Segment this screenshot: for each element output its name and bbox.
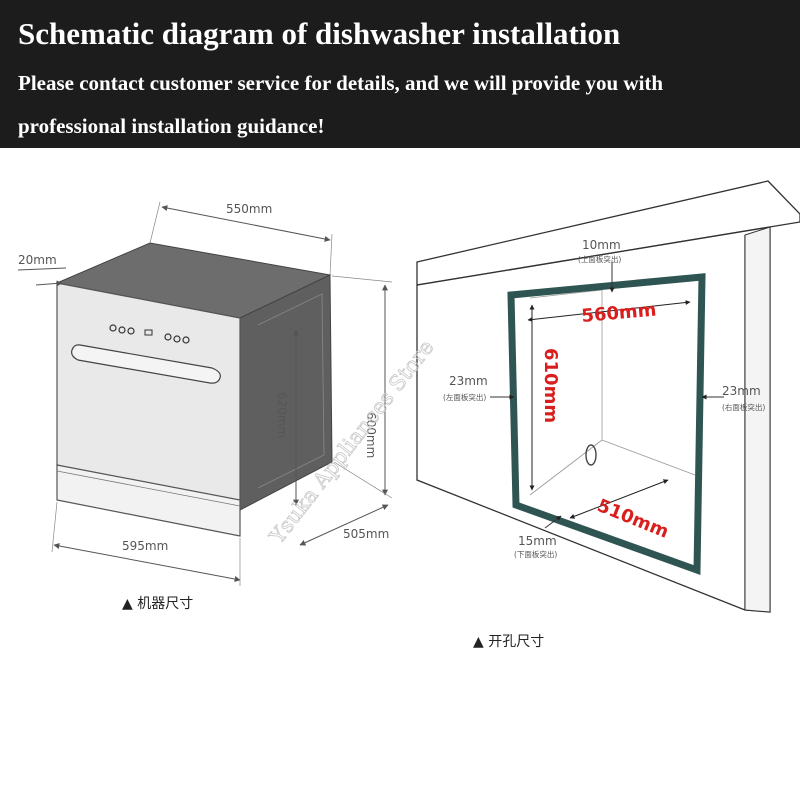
dimension-line-560 xyxy=(527,300,691,322)
left-gap-label: 23mm xyxy=(449,374,488,388)
opening-size-caption: ▲ 开孔尺寸 xyxy=(473,634,544,650)
banner-subtitle-line-2: professional installation guidance! xyxy=(18,114,325,138)
bottom-gap-label: 15mm xyxy=(518,534,557,548)
machine-height-label: 600mm xyxy=(364,412,378,458)
top-gap-note: (上面板突出) xyxy=(578,254,621,264)
front-width-label: 595mm xyxy=(122,539,168,553)
dimension-line-505 xyxy=(299,504,389,546)
opening-height-label: 610mm xyxy=(540,348,561,423)
top-gap-label: 10mm xyxy=(582,238,621,252)
control-button-icon xyxy=(127,327,135,335)
banner-subtitle-line-1: Please contact customer service for deta… xyxy=(18,71,664,95)
machine-size-caption: ▲ 机器尺寸 xyxy=(122,596,193,612)
dimension-line-550 xyxy=(161,205,331,242)
dishwasher-handle xyxy=(71,344,221,384)
cabinet-opening-drawing: 10mm (上面板突出) 560mm 610mm 23mm (左面板突出) 23… xyxy=(416,180,800,650)
opening-width-label: 560mm xyxy=(581,300,658,327)
dishwasher-drawing: 550mm 20mm 600mm 620mm 595mm 505mm ▲ 机器尺… xyxy=(17,201,393,612)
right-gap-note: (右面板突出) xyxy=(722,402,765,412)
control-button-icon xyxy=(109,324,117,332)
header-banner: Schematic diagram of dishwasher installa… xyxy=(0,0,800,148)
control-button-icon xyxy=(173,335,181,343)
bottom-gap-note: (下面板突出) xyxy=(514,549,557,559)
machine-width-label: 550mm xyxy=(226,202,272,216)
dimension-line-510 xyxy=(569,479,669,519)
machine-depth-label: 505mm xyxy=(343,527,389,541)
banner-title: Schematic diagram of dishwasher installa… xyxy=(18,16,621,51)
drain-hole-icon xyxy=(585,444,597,466)
right-gap-label: 23mm xyxy=(722,384,761,398)
countertop xyxy=(416,180,800,286)
opening-frame xyxy=(507,273,706,575)
dimension-line-595 xyxy=(53,543,241,582)
control-button-icon xyxy=(182,336,190,344)
control-button-icon xyxy=(164,333,172,341)
dishwasher-kick-plate xyxy=(56,464,241,537)
control-button-icon xyxy=(118,326,126,334)
panel-thickness-label: 20mm xyxy=(18,253,57,267)
display-icon xyxy=(144,329,153,336)
left-gap-note: (左面板突出) xyxy=(443,392,486,402)
door-height-label: 620mm xyxy=(275,392,289,438)
